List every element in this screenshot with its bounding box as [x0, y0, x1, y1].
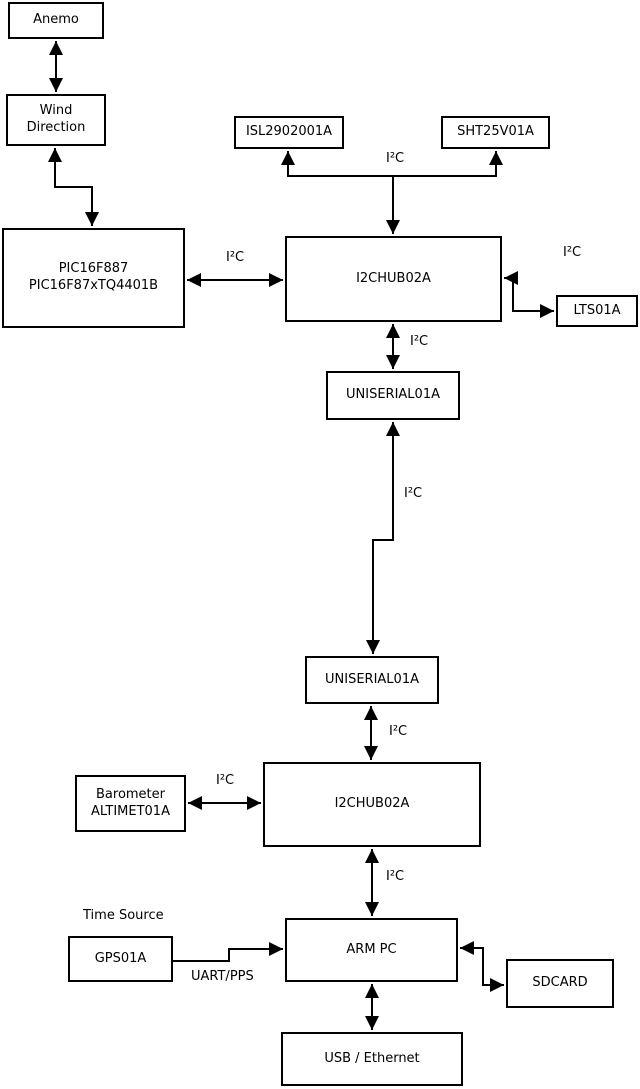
node-uniserial01a-bottom: UNISERIAL01A — [305, 656, 439, 704]
label-i2c-pic-hub: I²C — [226, 250, 245, 265]
edge-uniserial-link — [366, 422, 400, 654]
node-anemo: Anemo — [8, 2, 104, 39]
node-arm-pc: ARM PC — [285, 918, 458, 982]
node-i2chub02a-bottom: I2CHUB02A — [263, 762, 481, 847]
node-isl2902001a: ISL2902001A — [234, 116, 344, 149]
node-lts01a: LTS01A — [556, 295, 638, 327]
node-i2chub02a-top: I2CHUB02A — [285, 236, 502, 322]
node-barometer: Barometer ALTIMET01A — [75, 775, 186, 832]
edge-wind-pic — [48, 148, 99, 226]
edge-armpc-sdcard — [460, 941, 504, 992]
node-gps01a: GPS01A — [68, 936, 173, 982]
node-sdcard: SDCARD — [506, 959, 614, 1008]
label-i2c-hub2-armpc: I²C — [386, 869, 405, 884]
edge-gps-armpc — [173, 942, 283, 962]
label-uart-pps: UART/PPS — [191, 969, 254, 984]
label-i2c-sensors: I²C — [386, 151, 405, 166]
label-time-source: Time Source — [83, 908, 164, 923]
label-i2c-barometer-hub2: I²C — [216, 773, 235, 788]
node-pic16f887: PIC16F887 PIC16F87xTQ4401B — [2, 228, 185, 328]
label-i2c-uniserial-hub2: I²C — [389, 724, 408, 739]
label-i2c-uniserial-link: I²C — [404, 486, 423, 501]
node-wind-direction: Wind Direction — [6, 94, 106, 146]
node-uniserial01a-top: UNISERIAL01A — [326, 371, 460, 420]
label-i2c-hub-uniserial: I²C — [410, 334, 429, 349]
edge-hub1-lts — [504, 271, 554, 318]
node-usb-ethernet: USB / Ethernet — [281, 1032, 463, 1086]
node-sht25v01a: SHT25V01A — [441, 116, 550, 149]
label-i2c-hub-lts: I²C — [563, 245, 582, 260]
